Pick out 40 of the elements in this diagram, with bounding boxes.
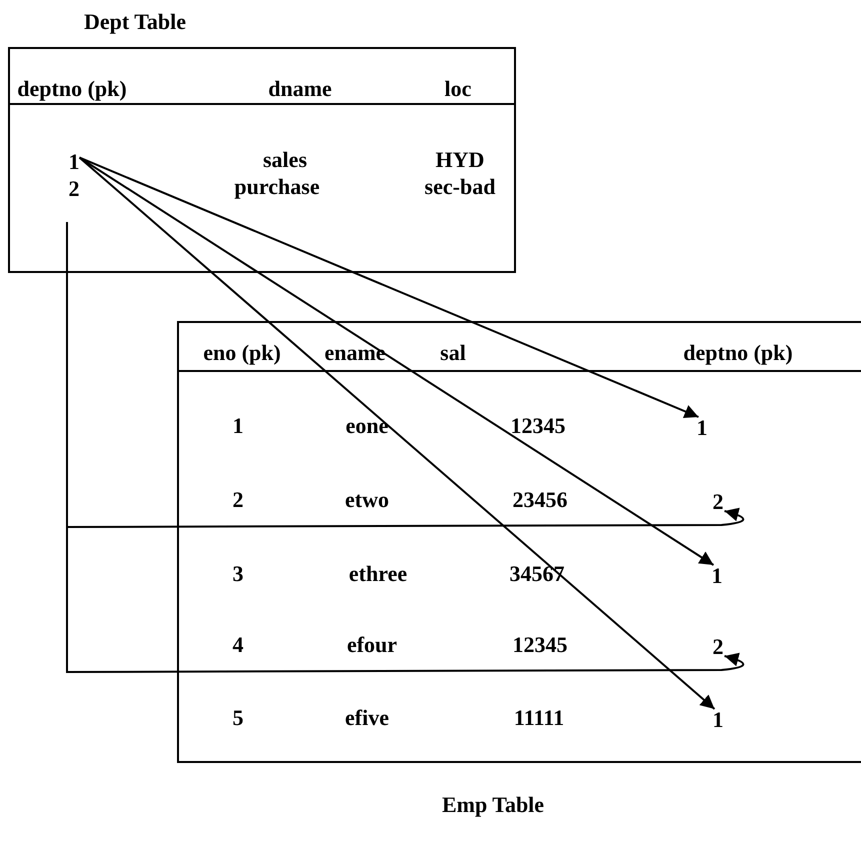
column-header: sal [440, 342, 466, 364]
arrow [78, 156, 716, 710]
table-entry: 5 [232, 707, 244, 729]
column-header: deptno (pk) [17, 78, 127, 100]
table-entry: HYD [436, 149, 484, 171]
table-title: Emp Table [442, 794, 544, 816]
column-header: deptno (pk) [683, 342, 793, 364]
table-frame [177, 321, 861, 763]
arrow [79, 156, 699, 418]
column-header: loc [444, 78, 472, 100]
column-header: eno (pk) [203, 342, 281, 364]
arrow [78, 156, 714, 566]
key-value: 2 [712, 636, 724, 658]
arrow [66, 222, 742, 673]
table-title: Dept Table [84, 11, 186, 33]
column-header: dname [268, 78, 332, 100]
table-entry: ethree [348, 563, 408, 585]
table-entry: 12345 [510, 415, 566, 437]
column-header: ename [324, 342, 386, 364]
table-entry: 4 [232, 634, 244, 656]
table-entry: efour [346, 634, 398, 656]
key-value: 1 [68, 151, 80, 173]
key-value: 1 [712, 565, 722, 587]
table-entry: purchase [234, 176, 320, 198]
key-value: 1 [712, 709, 724, 731]
key-value: 2 [68, 178, 80, 200]
table-entry: 23456 [512, 489, 568, 511]
table-frame [8, 47, 516, 273]
table-entry: sec-bad [424, 176, 496, 198]
table-entry: efive [345, 707, 389, 729]
table-entry: sales [263, 149, 307, 171]
key-value: 2 [712, 491, 724, 513]
table-entry: eone [346, 415, 388, 437]
table-entry: 3 [232, 563, 244, 585]
table-entry: 11111 [514, 707, 564, 729]
table-entry: 12345 [512, 634, 568, 656]
table-entry: etwo [345, 489, 389, 511]
key-value: 1 [696, 417, 708, 439]
table-entry: 1 [232, 415, 244, 437]
table-entry: 2 [232, 489, 244, 511]
